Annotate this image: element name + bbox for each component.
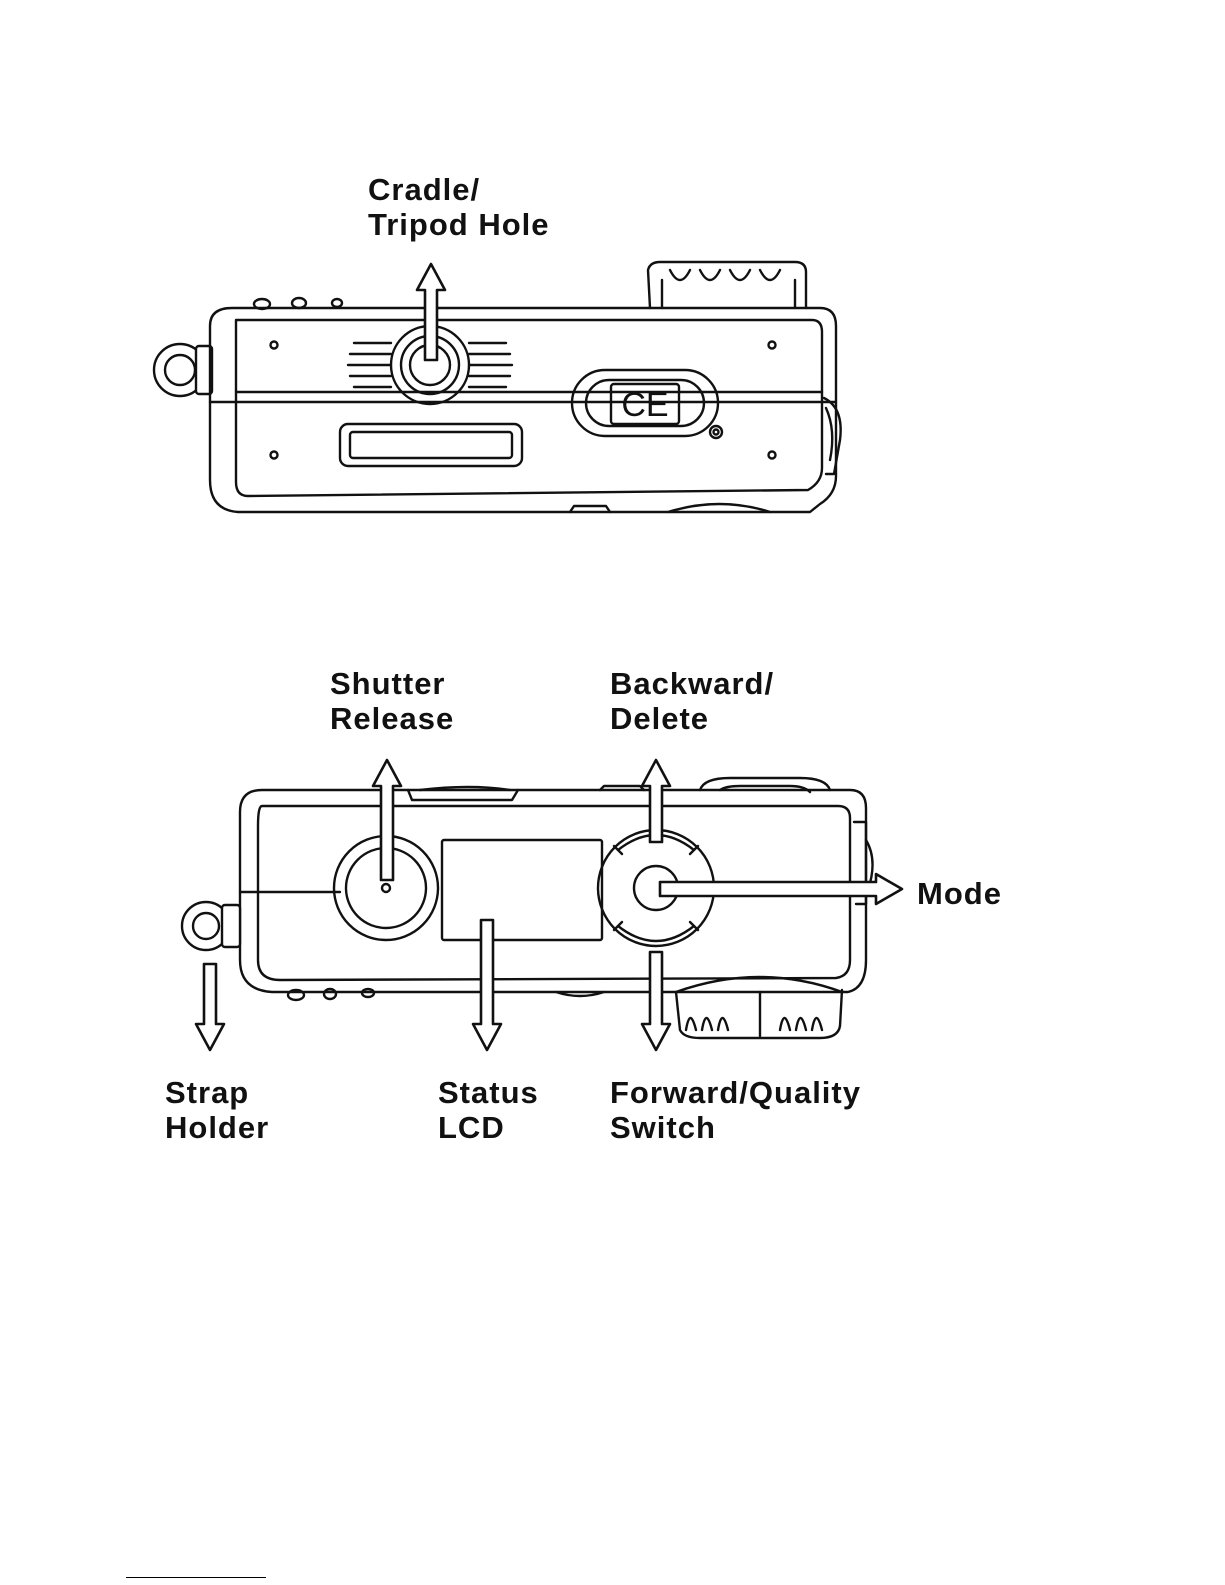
footer-rule — [126, 1577, 266, 1578]
arrow-strap-holder — [196, 964, 224, 1050]
arrow-shutter-release — [373, 760, 401, 880]
zoom-dial-icon — [676, 977, 842, 1038]
strap-holder-icon — [182, 902, 240, 950]
status-lcd-screen — [442, 840, 602, 940]
arrow-forward-quality — [642, 952, 670, 1050]
